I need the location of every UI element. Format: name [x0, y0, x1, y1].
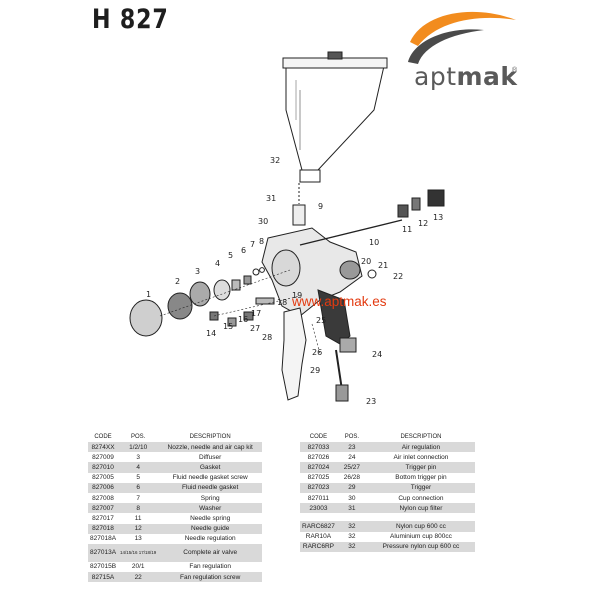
- logo-registered-mark: ®: [512, 67, 518, 74]
- callout-19: 19: [292, 291, 302, 300]
- callout-2: 2: [175, 277, 180, 286]
- col-description: DESCRIPTION: [400, 434, 442, 440]
- callout-25: 25: [316, 316, 326, 325]
- callout-15: 15: [223, 322, 233, 331]
- callout-31: 31: [266, 194, 276, 203]
- callout-29: 29: [310, 366, 320, 375]
- air-cap: [129, 299, 163, 337]
- exploded-view-drawing: 1 2 3 4 5 6 7 8 9 10 11 12 13 14 15 16 1…: [129, 51, 445, 406]
- callout-11: 11: [402, 225, 412, 234]
- trigger: [281, 307, 307, 401]
- callout-8: 8: [259, 237, 264, 246]
- col-code: CODE: [309, 434, 328, 440]
- callout-4: 4: [215, 259, 220, 268]
- callout-26: 26: [312, 348, 322, 357]
- callout-17: 17: [251, 309, 261, 318]
- needle-regulation: [427, 189, 445, 207]
- callout-9: 9: [318, 202, 323, 211]
- callout-30: 30: [258, 217, 268, 226]
- col-code: CODE: [94, 434, 112, 440]
- callout-18: 18: [277, 298, 287, 307]
- callout-6: 6: [241, 246, 246, 255]
- table-spacer: [300, 513, 475, 521]
- cup-knob: [327, 51, 343, 60]
- callout-22: 22: [393, 272, 403, 281]
- callout-32: 32: [270, 156, 280, 165]
- fluid-needle: [299, 219, 403, 246]
- callout-5: 5: [228, 251, 233, 260]
- air-inlet: [339, 337, 357, 353]
- callout-14: 14: [206, 329, 216, 338]
- callout-13: 13: [433, 213, 443, 222]
- callout-24: 24: [372, 350, 382, 359]
- callout-20: 20: [361, 257, 371, 266]
- callout-7: 7: [250, 240, 255, 249]
- cup-neck: [299, 169, 321, 183]
- col-pos: POS.: [344, 434, 360, 440]
- col-pos: POS.: [131, 434, 146, 440]
- gasket: [213, 279, 231, 301]
- callout-21: 21: [378, 261, 388, 270]
- callout-27: 27: [250, 324, 260, 333]
- website-watermark: www.aptmak.es: [292, 294, 387, 309]
- cup-body: [285, 65, 385, 171]
- cup-filter: [292, 204, 306, 226]
- col-description: DESCRIPTION: [189, 434, 231, 440]
- callout-3: 3: [195, 267, 200, 276]
- diffuser: [189, 281, 211, 307]
- air-regulator: [335, 384, 349, 402]
- callout-28: 28: [262, 333, 272, 342]
- nozzle: [167, 292, 193, 320]
- callout-12: 12: [418, 219, 428, 228]
- page-title: H 827: [92, 4, 169, 35]
- gun-front: [271, 249, 301, 287]
- logo-wordmark: aptmak: [414, 62, 518, 91]
- callout-23: 23: [366, 397, 376, 406]
- fan-regulation: [339, 260, 361, 280]
- callout-16: 16: [238, 315, 248, 324]
- callout-1: 1: [146, 290, 151, 299]
- aptmak-logo-swoosh: [408, 11, 516, 64]
- callout-10: 10: [369, 238, 379, 247]
